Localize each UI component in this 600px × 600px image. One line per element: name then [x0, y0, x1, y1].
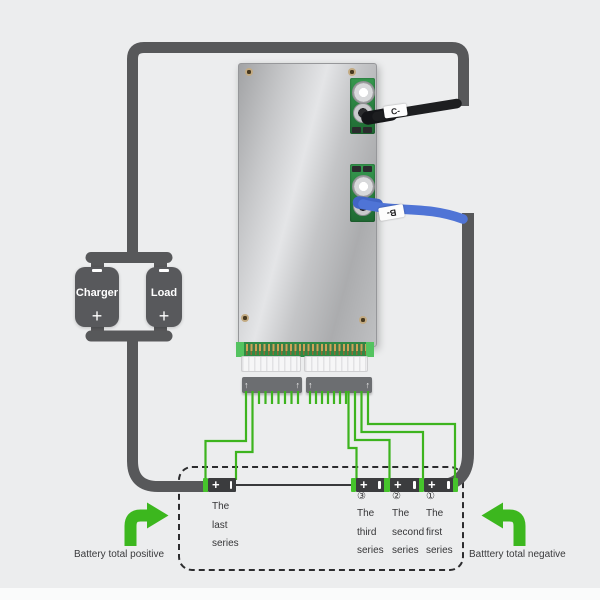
- solder-pad: [363, 127, 372, 133]
- charger-label: Charger: [75, 287, 119, 299]
- plus-mark-icon: +: [360, 477, 368, 492]
- minus-tick-icon: [447, 481, 450, 489]
- balance-wire-stubs: [257, 391, 300, 404]
- screw-icon: [359, 316, 367, 324]
- battery-cell-first: +: [424, 478, 454, 492]
- label-third-series: ③ The third series: [357, 491, 384, 556]
- battery-cell-second: +: [390, 478, 420, 492]
- arrow-up-icon: ↑: [244, 380, 249, 390]
- balance-wire: [347, 391, 358, 479]
- arrow-up-icon: ↑: [308, 380, 313, 390]
- balance-wire: [234, 391, 254, 480]
- balance-wire: [366, 391, 457, 479]
- minus-tick-icon: [378, 481, 381, 489]
- caption-total-negative: Batttery total negative: [469, 549, 566, 560]
- battery-terminal: [384, 478, 390, 492]
- battery-terminal: [350, 478, 357, 492]
- plus-mark-icon: +: [212, 477, 220, 492]
- plus-mark-icon: +: [91, 306, 103, 326]
- minus-tick-icon: [229, 481, 232, 489]
- solder-pad: [352, 127, 361, 133]
- screw-icon: [245, 68, 253, 76]
- battery-cell-last: +: [208, 478, 236, 492]
- balance-plug-right: ↑ ↑: [306, 377, 372, 393]
- plus-mark-icon: +: [158, 306, 170, 326]
- label-last-series: The last series: [212, 501, 239, 549]
- solder-pad: [352, 166, 361, 172]
- arrow-up-icon: ↑: [365, 380, 371, 390]
- load-label: Load: [150, 287, 178, 299]
- balance-wire: [353, 391, 391, 479]
- screw-icon: [241, 314, 249, 322]
- arrow-up-icon: ↑: [295, 380, 301, 390]
- wire-to-battery-positive: [127, 340, 208, 492]
- solder-pad: [363, 166, 372, 172]
- wire-total-positive-top: [127, 42, 469, 253]
- balance-wire: [204, 391, 248, 480]
- minus-mark-icon: [159, 269, 169, 272]
- battery-terminal: [202, 478, 208, 492]
- battery-terminal: [418, 478, 425, 492]
- balance-plug-left: ↑ ↑: [242, 377, 302, 393]
- background-band: [0, 588, 600, 600]
- battery-group-outline: [178, 466, 464, 571]
- pcb-tab: [366, 342, 374, 357]
- pin-row: [246, 351, 366, 355]
- wire-total-negative: [436, 213, 474, 492]
- balance-socket-right: [304, 356, 368, 372]
- battery-cell-third: +: [356, 478, 385, 492]
- pin-row: [246, 344, 366, 351]
- balance-socket-left: [241, 356, 301, 372]
- pcb-tab: [236, 342, 244, 357]
- plus-mark-icon: +: [394, 477, 402, 492]
- load-box: Load +: [146, 267, 182, 327]
- label-second-series: ② The second series: [392, 491, 425, 556]
- balance-wire: [360, 391, 425, 479]
- b-minus-cable: [358, 199, 468, 224]
- battery-terminal: [452, 478, 459, 492]
- minus-tick-icon: [413, 481, 416, 489]
- minus-mark-icon: [92, 269, 102, 272]
- label-first-series: ① The first series: [426, 491, 453, 556]
- balance-wire-stubs: [308, 391, 348, 404]
- screw-icon: [348, 68, 356, 76]
- plus-mark-icon: +: [428, 477, 436, 492]
- caption-total-positive: Battery total positive: [74, 549, 165, 560]
- arrow-right-icon: [124, 502, 169, 546]
- arrow-left-icon: [481, 502, 526, 546]
- charger-box: Charger +: [75, 267, 119, 327]
